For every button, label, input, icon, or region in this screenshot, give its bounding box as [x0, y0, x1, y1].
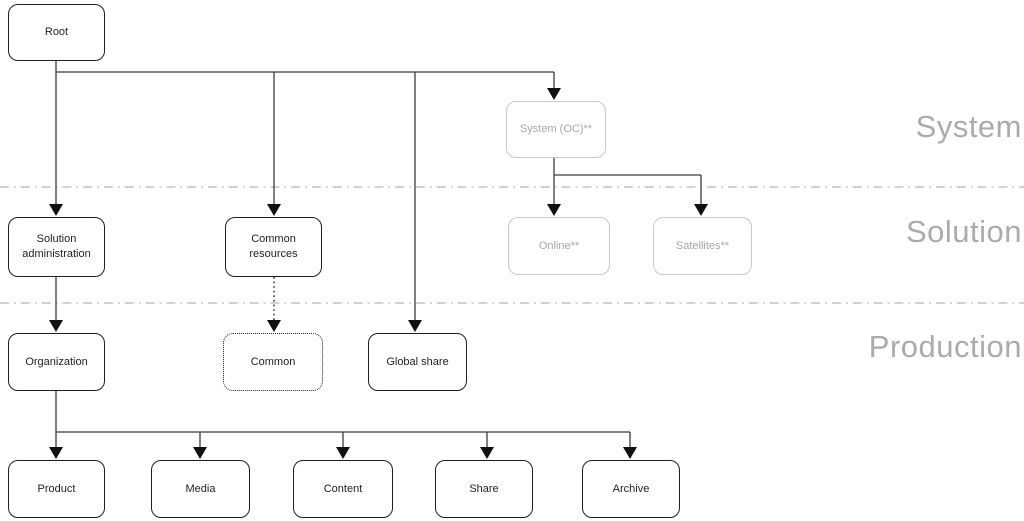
node-organization-label: Organization	[25, 355, 88, 368]
node-common-resources: Common resources	[225, 217, 322, 277]
node-global-share: Global share	[368, 333, 467, 391]
band-label-production: Production	[868, 329, 1022, 364]
node-archive-label: Archive	[612, 482, 650, 495]
node-solution-administration-label: Solution administration	[22, 233, 91, 260]
node-root: Root	[8, 4, 105, 61]
arrowheads	[49, 88, 708, 459]
node-media-label: Media	[185, 482, 216, 495]
node-media: Media	[151, 460, 250, 518]
node-content-label: Content	[323, 482, 363, 495]
node-content: Content	[293, 460, 393, 518]
node-satellites-label: Satellites**	[675, 239, 730, 252]
node-product-label: Product	[37, 482, 76, 495]
node-archive: Archive	[582, 460, 680, 518]
node-organization: Organization	[8, 333, 105, 391]
band-dividers	[0, 186, 1024, 304]
node-common: Common	[223, 333, 323, 391]
node-share: Share	[435, 460, 533, 518]
band-label-system: System	[915, 109, 1022, 144]
node-satellites: Satellites**	[653, 217, 752, 275]
band-label-solution: Solution	[905, 214, 1022, 249]
tree-connectors	[55, 61, 702, 447]
node-solution-administration: Solution administration	[8, 217, 105, 277]
node-product: Product	[8, 460, 105, 518]
node-share-label: Share	[469, 482, 499, 495]
node-system-oc: System (OC)**	[506, 101, 606, 158]
node-online-label: Online**	[538, 239, 580, 252]
node-common-label: Common	[250, 355, 296, 368]
node-common-resources-label: Common resources	[249, 233, 298, 260]
node-online: Online**	[508, 217, 610, 275]
node-system-oc-label: System (OC)**	[519, 123, 593, 136]
node-global-share-label: Global share	[386, 355, 449, 368]
node-root-label: Root	[44, 26, 69, 39]
